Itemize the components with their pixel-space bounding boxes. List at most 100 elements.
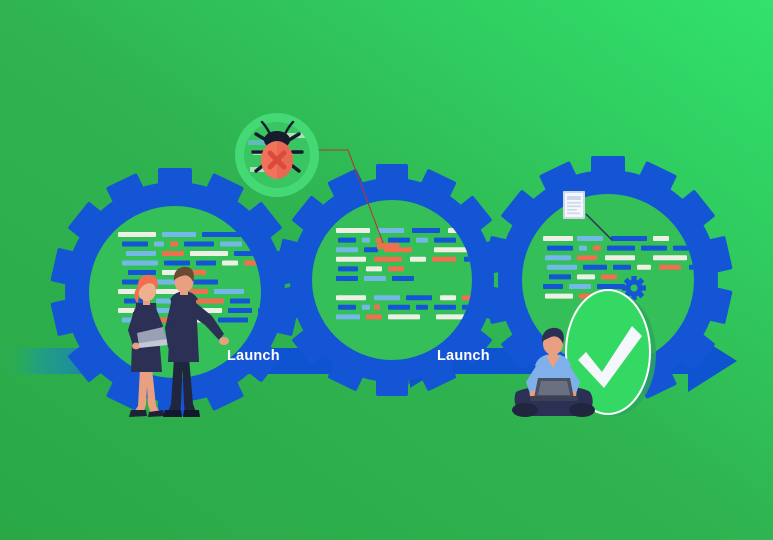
code-line-segment	[162, 232, 196, 237]
code-line-segment	[376, 237, 382, 243]
document-to-code-connector	[585, 213, 613, 241]
code-line-segment	[366, 314, 382, 320]
code-line-segment	[545, 293, 573, 299]
code-line-segment	[436, 314, 468, 320]
code-line-segment	[222, 260, 238, 266]
code-line-segment	[543, 284, 563, 289]
code-line-segment	[388, 266, 404, 272]
code-line-segment	[593, 245, 601, 251]
code-line-segment	[579, 245, 587, 251]
code-line-segment	[410, 256, 426, 262]
code-line-segment	[412, 228, 440, 233]
code-line-segment	[126, 251, 156, 256]
code-lines-middle	[336, 228, 472, 320]
code-line-segment	[673, 245, 691, 251]
code-line-segment	[659, 264, 681, 270]
code-line-segment	[545, 255, 571, 261]
code-line-segment	[388, 314, 420, 320]
code-line-segment	[156, 289, 184, 294]
code-line-segment	[218, 317, 248, 323]
code-line-segment	[577, 255, 597, 261]
code-line-segment	[156, 308, 172, 313]
code-line-segment	[597, 284, 625, 289]
code-line-segment	[164, 260, 190, 266]
code-line-segment	[374, 256, 402, 262]
code-line-segment	[374, 295, 400, 301]
code-line-segment	[228, 308, 252, 313]
code-line-segment	[336, 276, 358, 281]
code-line-segment	[362, 237, 370, 243]
code-line-segment	[388, 304, 410, 310]
code-line-segment	[336, 314, 360, 320]
code-line-segment	[378, 228, 404, 233]
document-icon[interactable]	[563, 191, 585, 219]
code-line-segment	[392, 276, 414, 281]
code-line-segment	[336, 295, 366, 301]
code-line-segment	[637, 264, 651, 270]
code-line-segment	[336, 256, 366, 262]
code-line-segment	[184, 241, 214, 247]
bug-icon[interactable]	[235, 113, 319, 197]
code-line-segment	[362, 304, 370, 310]
code-line-segment	[364, 247, 378, 253]
code-line-segment	[577, 274, 595, 280]
code-lines-right	[543, 236, 694, 299]
code-line-segment	[122, 241, 148, 247]
code-line-segment	[434, 304, 456, 310]
launch-label-1: Launch	[227, 348, 280, 364]
code-line-segment	[118, 232, 156, 237]
code-line-segment	[338, 304, 356, 310]
code-line-segment	[388, 237, 410, 243]
code-line-segment	[653, 236, 669, 241]
code-line-segment	[196, 260, 216, 266]
code-line-segment	[364, 276, 386, 281]
code-line-segment	[543, 236, 573, 241]
standing-man-pointing	[163, 266, 229, 417]
seated-man-with-laptop	[512, 327, 595, 417]
code-line-segment	[601, 274, 617, 280]
check-icon[interactable]	[565, 289, 656, 416]
code-line-segment	[230, 298, 250, 304]
code-line-segment	[577, 236, 603, 241]
code-line-segment	[416, 304, 428, 310]
code-line-segment	[374, 304, 380, 310]
code-line-segment	[336, 228, 370, 233]
code-line-segment	[569, 284, 591, 289]
code-line-segment	[432, 256, 456, 262]
code-line-segment	[128, 270, 156, 275]
code-line-segment	[583, 264, 607, 270]
bug-to-code-connector	[312, 149, 399, 249]
code-line-segment	[338, 237, 356, 243]
code-line-segment	[607, 245, 635, 251]
bug-antennae-icon	[260, 120, 295, 136]
code-line-segment	[190, 289, 208, 294]
code-line-segment	[434, 237, 456, 243]
standing-woman-with-laptop	[128, 274, 168, 417]
code-line-segment	[547, 264, 577, 270]
code-line-segment	[122, 260, 158, 266]
code-line-segment	[416, 237, 428, 243]
code-line-segment	[605, 255, 635, 261]
code-line-segment	[366, 266, 382, 272]
code-line-segment	[190, 251, 228, 256]
code-line-segment	[214, 289, 244, 294]
code-line-segment	[220, 241, 242, 247]
code-line-segment	[613, 264, 631, 270]
launch-label-2: Launch	[437, 348, 490, 364]
code-line-segment	[641, 245, 667, 251]
code-line-segment	[162, 251, 184, 256]
code-line-segment	[547, 245, 573, 251]
code-line-segment	[170, 241, 178, 247]
code-line-segment	[434, 247, 470, 253]
code-line-segment	[406, 295, 432, 301]
code-line-segment	[154, 241, 164, 247]
code-line-segment	[440, 295, 456, 301]
code-line-segment	[202, 232, 244, 237]
code-line-segment	[336, 247, 358, 253]
code-line-segment	[611, 236, 647, 241]
code-line-segment	[653, 255, 687, 261]
bug-x-icon	[267, 150, 287, 170]
code-line-segment	[338, 266, 358, 272]
